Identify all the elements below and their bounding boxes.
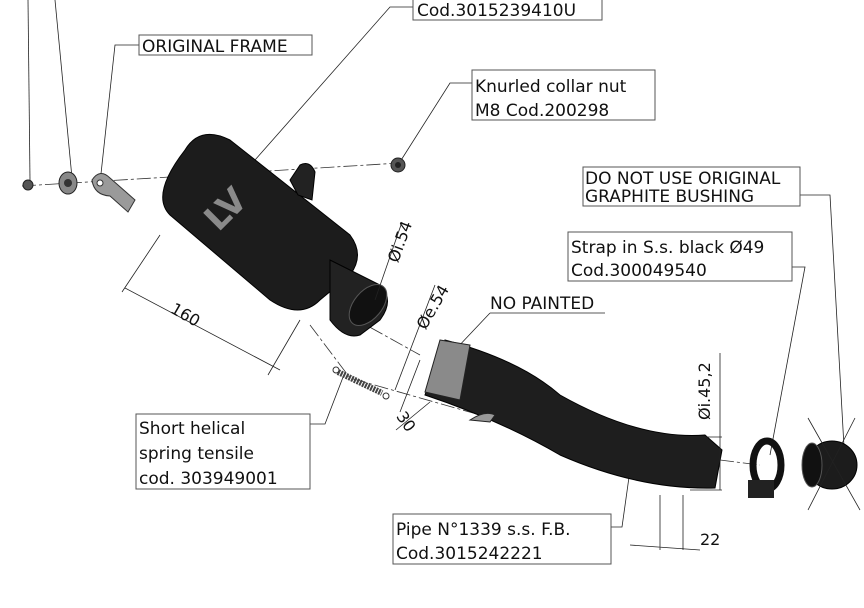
svg-text:ORIGINAL FRAME: ORIGINAL FRAME [142,37,288,57]
leader-lines [27,0,846,528]
label-strap: Strap in S.s. black Ø49 Cod.300049540 [567,231,793,282]
svg-text:DO NOT USE ORIGINAL: DO NOT USE ORIGINAL [585,169,781,189]
svg-text:M8 Cod.200298: M8 Cod.200298 [475,101,609,121]
dim-pipe-end: 22 [700,530,720,549]
knurled-nut [390,157,406,173]
svg-text:Knurled collar nut: Knurled collar nut [475,77,627,97]
label-pipe: Pipe N°1339 s.s. F.B. Cod.3015242221 [392,513,612,565]
muffler: LV [162,133,388,337]
dim-inner-diameter-pipe: Øi.45,2 [695,362,714,420]
svg-text:spring tensile: spring tensile [139,444,254,464]
bolt [22,179,34,191]
dim-inner-diameter-muffler: Øi.54 [384,218,416,264]
label-spring: Short helical spring tensile cod. 303949… [135,413,311,490]
svg-text:Strap in S.s. black Ø49: Strap in S.s. black Ø49 [571,238,764,258]
svg-text:Cod.300049540: Cod.300049540 [571,261,707,281]
graphite-bushing-crossed [801,417,861,511]
svg-text:GRAPHITE BUSHING: GRAPHITE BUSHING [585,187,754,207]
svg-text:Cod.3015239410U: Cod.3015239410U [417,1,576,21]
dim-overlap: 30 [392,408,419,436]
original-frame-bracket [91,173,136,213]
label-graphite-bushing: DO NOT USE ORIGINAL GRAPHITE BUSHING [582,166,801,207]
dim-outer-diameter-pipe: Øe.54 [413,282,453,333]
dim-length: 160 [168,299,204,331]
svg-text:Pipe N°1339 s.s. F.B.: Pipe N°1339 s.s. F.B. [396,520,571,540]
link-pipe [424,339,723,489]
svg-text:Short helical: Short helical [139,419,245,439]
helical-spring [332,366,390,400]
dimension-lines [121,221,722,551]
label-original-frame: ORIGINAL FRAME [138,34,313,57]
label-knurled-nut: Knurled collar nut M8 Cod.200298 [471,69,656,121]
label-no-painted: NO PAINTED [490,294,594,314]
svg-text:Cod.3015242221: Cod.3015242221 [396,544,543,564]
label-muffler-code: Cod.3015239410U [412,0,603,21]
washer [58,171,78,195]
svg-text:cod. 303949001: cod. 303949001 [139,469,278,489]
strap-clamp [748,437,785,498]
